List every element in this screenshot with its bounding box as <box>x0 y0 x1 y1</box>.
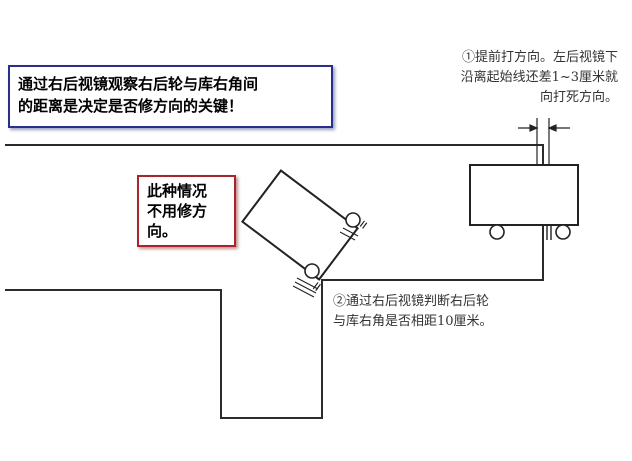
no-correction-line-3: 向。 <box>147 222 178 240</box>
step2-line-1: ②通过右后视镜判断右后轮 <box>333 294 490 309</box>
no-correction-line-2: 不用修方 <box>147 202 208 220</box>
step1-line-1: ①提前打方向。左后视镜下 <box>461 50 618 65</box>
wheel-front <box>345 212 361 228</box>
car-start-position <box>469 164 579 240</box>
key-point-callout: 通过右后视镜观察右后轮与库右角间 的距离是决定是否修方向的关键！ <box>8 65 333 128</box>
car-turning <box>241 169 368 291</box>
key-point-line-1: 通过右后视镜观察右后轮与库右角间 <box>18 75 259 93</box>
rear-wheel-right <box>555 224 571 240</box>
no-correction-callout: 此种情况 不用修方 向。 <box>137 175 236 247</box>
step1-note: ①提前打方向。左后视镜下 沿离起始线还差1~3厘米就 向打死方向。 <box>408 48 618 108</box>
gap-dimension-marker <box>518 118 570 168</box>
rear-wheel-left <box>489 224 505 240</box>
step1-line-2: 沿离起始线还差1~3厘米就 <box>460 70 618 85</box>
key-point-line-2: 的距离是决定是否修方向的关键！ <box>18 97 244 115</box>
wheel-hatch-marks <box>292 227 359 298</box>
no-correction-line-1: 此种情况 <box>147 182 208 200</box>
wheel-rear <box>304 263 320 279</box>
step2-note: ②通过右后视镜判断右后轮 与库右角是否相距10厘米。 <box>333 292 573 332</box>
step1-line-3: 向打死方向。 <box>539 90 618 105</box>
step2-line-2: 与库右角是否相距10厘米。 <box>333 314 493 329</box>
